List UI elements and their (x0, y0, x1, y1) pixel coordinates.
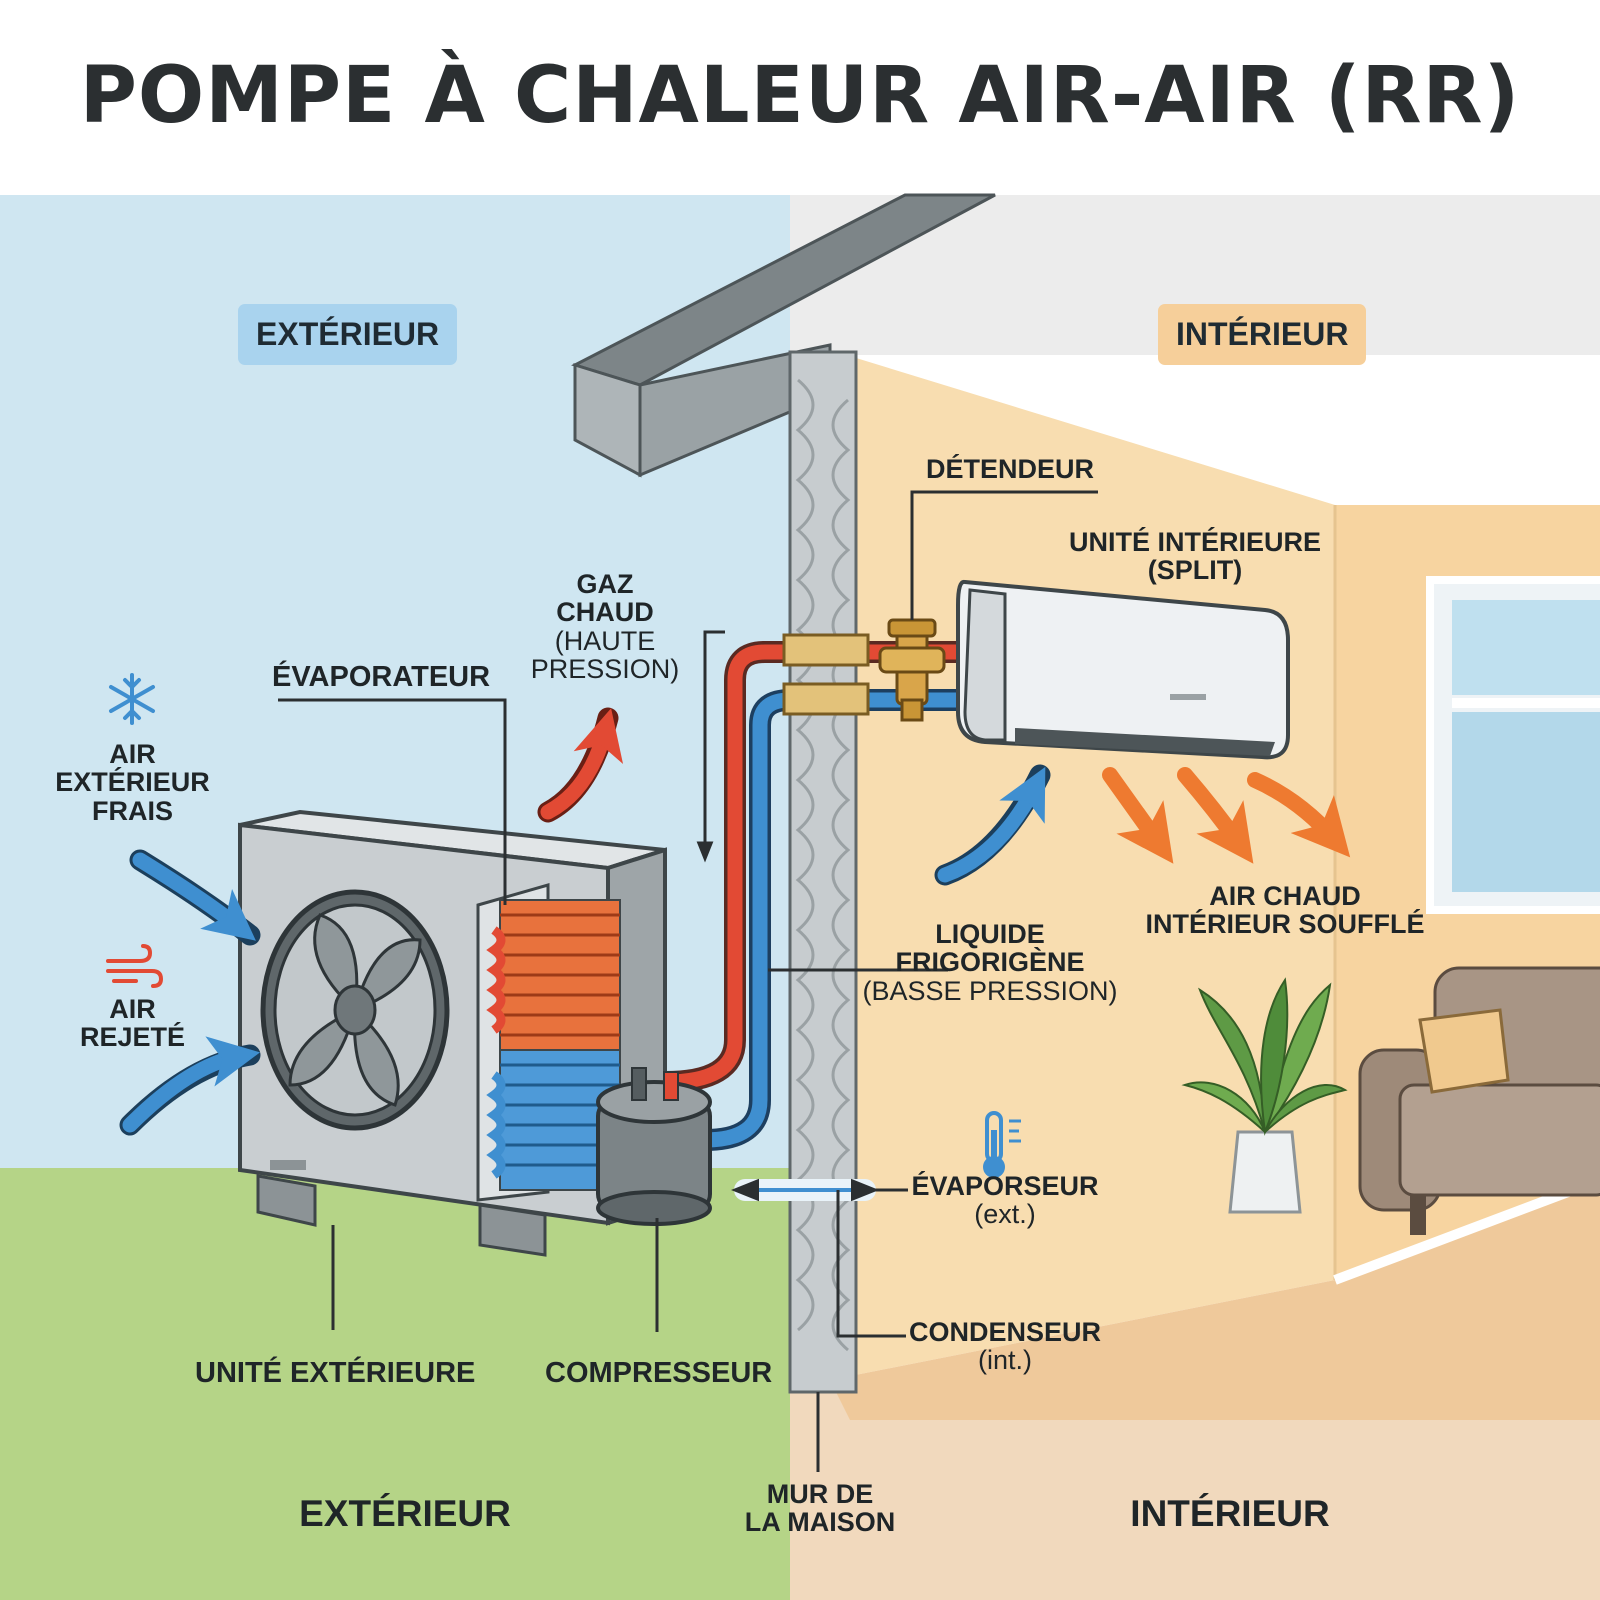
expansion-valve (878, 618, 946, 722)
label-condenser: CONDENSEUR(int.) (908, 1317, 1102, 1376)
warm-air-arrow-2 (1177, 767, 1254, 864)
indoor-floor (830, 1180, 1600, 1420)
compressor-body (596, 1067, 712, 1226)
fan-icon (260, 889, 450, 1131)
house-wall (788, 350, 858, 1394)
label-indoor-unit: UNITÉ INTÉRIEURE(SPLIT) (1068, 527, 1322, 586)
evaporator-coil (476, 883, 621, 1202)
diagram-title: POMPE À CHALEUR AIR-AIR (RR) (79, 51, 1521, 141)
outdoor-unit (238, 809, 712, 1257)
warm-air-arrow-1 (1102, 767, 1174, 864)
refrigerant-pipes (664, 633, 960, 1151)
warm-air-arrow-3 (1247, 772, 1351, 858)
snowflake-icon (109, 673, 155, 725)
zone-label-inside: INTÉRIEUR (1130, 1493, 1330, 1534)
label-expansion-valve: DÉTENDEUR (925, 454, 1094, 484)
zone-label-outside: EXTÉRIEUR (299, 1493, 511, 1534)
wind-icon (106, 944, 164, 988)
zone-chip-outside: EXTÉRIEUR (238, 304, 458, 365)
label-refrigerant: LIQUIDE FRIGORIGÈNE (BASSE PRESSION) (862, 919, 1118, 1006)
window (1426, 576, 1600, 914)
indoor-unit (956, 579, 1290, 760)
leader-lines (278, 490, 1098, 1472)
sofa (1358, 966, 1600, 1235)
roof (571, 193, 996, 478)
label-compressor: COMPRESSEUR (545, 1357, 773, 1389)
plant (1181, 977, 1348, 1214)
label-outdoor-unit: UNITÉ EXTÉRIEURE (195, 1357, 476, 1389)
thermometer-icon (983, 1111, 1021, 1178)
label-hot-gas: GAZ CHAUD (HAUTE PRESSION) (530, 569, 680, 685)
airflow-arrows (119, 707, 1351, 1202)
label-evaporizer: ÉVAPORSEUR(ext.) (911, 1171, 1099, 1230)
label-evaporator: ÉVAPORATEUR (272, 661, 491, 693)
zone-chip-inside: INTÉRIEUR (1158, 304, 1367, 365)
